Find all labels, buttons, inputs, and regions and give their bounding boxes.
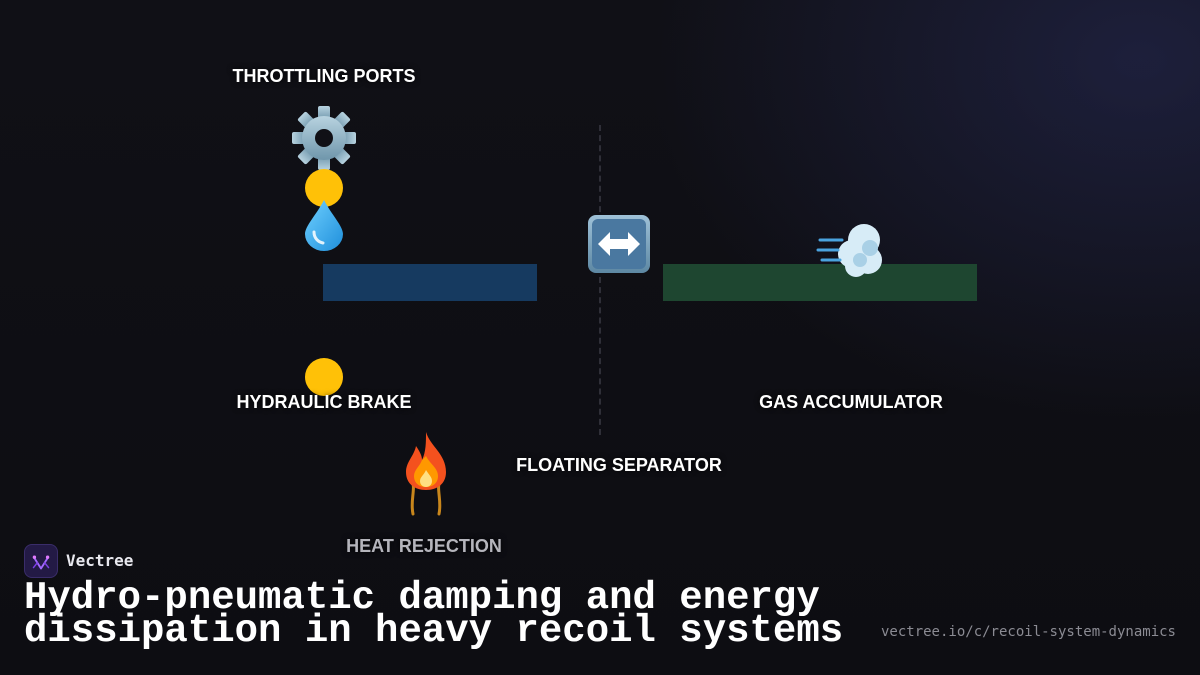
hydraulic-chamber-bar xyxy=(323,264,537,301)
throttling-ports-label: THROTTLING PORTS xyxy=(232,66,416,86)
page-title: Hydro-pneumatic damping and energy dissi… xyxy=(24,576,844,653)
fire-icon xyxy=(406,432,446,516)
gas-accumulator-label: GAS ACCUMULATOR xyxy=(759,392,943,412)
left-right-arrow-icon xyxy=(588,215,650,273)
gas-chamber-bar xyxy=(663,264,977,301)
brand-name: Vectree xyxy=(66,551,134,570)
hydraulic-brake-label: HYDRAULIC BRAKE xyxy=(236,392,412,412)
port-marker-bottom xyxy=(305,358,343,396)
vectree-logo-icon xyxy=(24,544,58,578)
separator-divider-line xyxy=(599,125,601,435)
heat-rejection-label: HEAT REJECTION xyxy=(346,536,502,556)
source-url[interactable]: vectree.io/c/recoil-system-dynamics xyxy=(880,624,1176,640)
wind-icon xyxy=(816,224,882,277)
droplet-icon xyxy=(305,200,343,251)
gear-icon xyxy=(292,106,356,170)
floating-separator-label: FLOATING SEPARATOR xyxy=(516,455,722,475)
